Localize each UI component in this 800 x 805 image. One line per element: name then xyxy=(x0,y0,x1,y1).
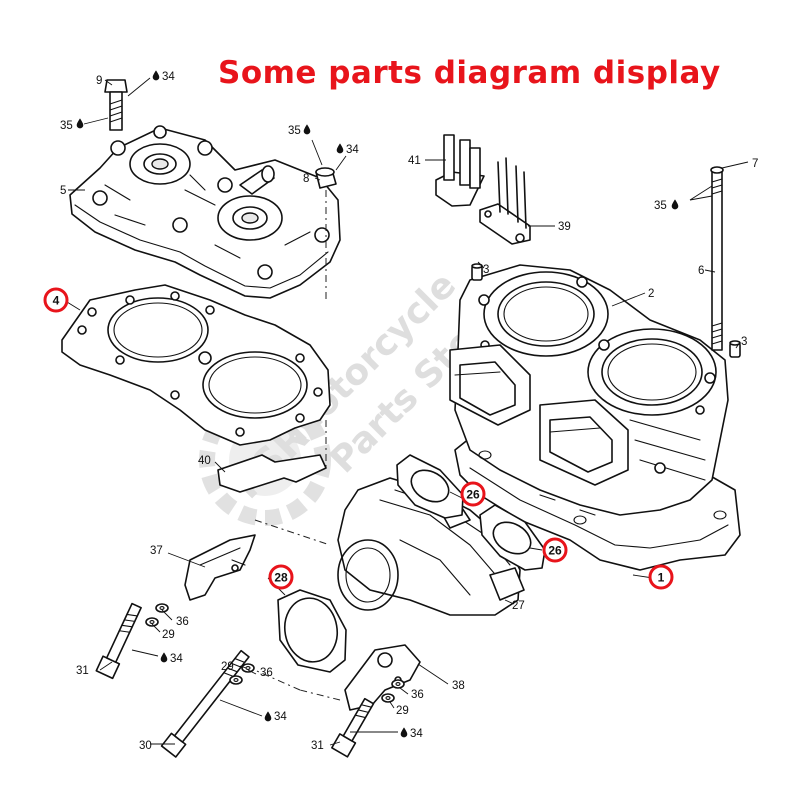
oil-drop-icon xyxy=(671,199,679,210)
callout-36: 36 xyxy=(260,667,273,679)
bracket-37 xyxy=(184,534,256,601)
bolt-9 xyxy=(104,79,128,131)
highlight-label: 4 xyxy=(53,294,60,308)
callout-39: 39 xyxy=(558,221,571,233)
highlighted-callouts: 4 26 26 28 1 xyxy=(43,287,674,590)
highlight-4: 4 xyxy=(43,287,69,313)
page-title: Some parts diagram display xyxy=(218,55,721,91)
callout-37: 37 xyxy=(150,545,163,557)
callout-5: 5 xyxy=(60,185,66,197)
highlight-label: 1 xyxy=(658,571,665,585)
callout-31: 31 xyxy=(76,665,89,677)
callout-36: 36 xyxy=(411,689,424,701)
highlight-label: 26 xyxy=(466,488,480,502)
callout-29: 29 xyxy=(221,661,234,673)
bolt-31-left xyxy=(95,602,142,680)
highlight-28: 28 xyxy=(268,564,294,590)
gasket-28 xyxy=(277,589,347,673)
washers-left xyxy=(145,603,169,627)
callout-6: 6 xyxy=(698,265,704,277)
callout-41: 41 xyxy=(408,155,421,167)
oil-drop-icon xyxy=(264,711,272,722)
head-gasket xyxy=(61,284,331,446)
highlight-26: 26 xyxy=(460,481,486,507)
callout-7: 7 xyxy=(752,158,758,170)
callout-36: 36 xyxy=(176,616,189,628)
oil-drop-icon xyxy=(152,70,160,81)
callout-34: 34 xyxy=(346,144,359,156)
bolt-31-right xyxy=(331,697,375,758)
callout-2: 2 xyxy=(648,288,654,300)
callout-3: 3 xyxy=(741,336,747,348)
oil-drop-icon xyxy=(336,143,344,154)
callout-27: 27 xyxy=(512,600,525,612)
callout-35: 35 xyxy=(60,120,73,132)
washers-right xyxy=(381,679,405,703)
callout-labels: 9 34 35 5 35 34 8 41 39 7 35 3 6 2 3 40 … xyxy=(60,71,758,752)
highlight-26: 26 xyxy=(542,537,568,563)
oil-drop-icon xyxy=(303,124,311,135)
washers-middle xyxy=(229,663,255,685)
intake-gaskets-26 xyxy=(396,454,546,571)
oil-drop-icon xyxy=(76,118,84,129)
cylinder-block xyxy=(449,264,741,571)
callout-31: 31 xyxy=(311,740,324,752)
callout-38: 38 xyxy=(452,680,465,692)
nut-8 xyxy=(315,167,337,470)
callout-34: 34 xyxy=(274,711,287,723)
leader-lines xyxy=(66,77,749,746)
callout-8: 8 xyxy=(303,173,309,185)
stud-6 xyxy=(710,166,724,351)
highlight-label: 28 xyxy=(274,571,288,585)
callout-34: 34 xyxy=(162,71,175,83)
callout-3: 3 xyxy=(483,264,489,276)
callout-34: 34 xyxy=(170,653,183,665)
reference-lines xyxy=(249,519,341,701)
callout-40: 40 xyxy=(198,455,211,467)
bolt-30 xyxy=(160,649,250,758)
highlight-1: 1 xyxy=(648,564,674,590)
valve-parts-41-39 xyxy=(435,134,531,245)
callout-29: 29 xyxy=(396,705,409,717)
callout-34: 34 xyxy=(410,728,423,740)
cylinder-head xyxy=(69,125,341,299)
callout-9: 9 xyxy=(96,75,102,87)
oil-drop-icon xyxy=(400,727,408,738)
callout-35: 35 xyxy=(654,200,667,212)
callout-29: 29 xyxy=(162,629,175,641)
callout-30: 30 xyxy=(139,740,152,752)
callout-35: 35 xyxy=(288,125,301,137)
highlight-label: 26 xyxy=(548,544,562,558)
plate-40 xyxy=(217,454,327,493)
oil-drop-icon xyxy=(160,652,168,663)
